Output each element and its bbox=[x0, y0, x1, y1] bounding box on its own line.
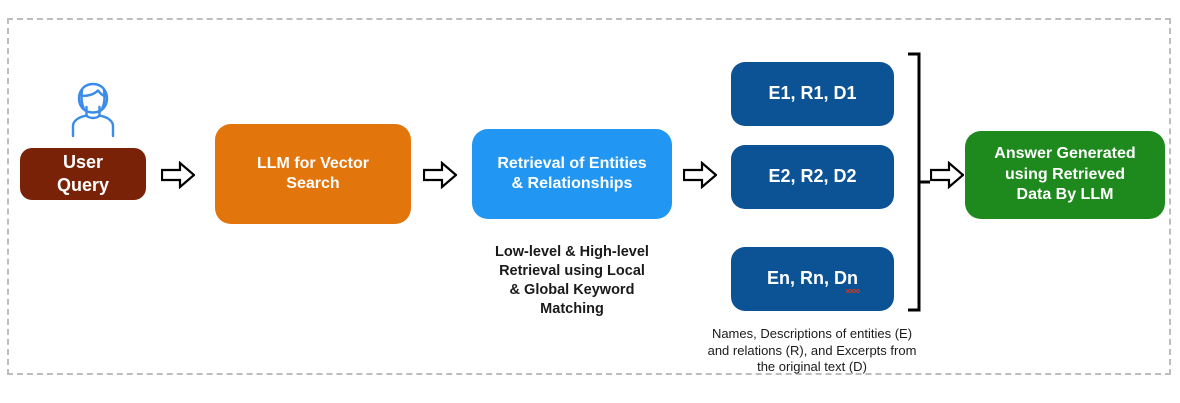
node-erd-item-1[interactable]: E1, R1, D1 bbox=[731, 62, 894, 126]
llm-vector-line-2: Search bbox=[286, 175, 340, 192]
user-query-line-1: User bbox=[62, 151, 104, 172]
caption-retrieval: Low-level & High-level Retrieval using L… bbox=[462, 243, 682, 320]
erd-item-n-prefix: En, Rn, bbox=[767, 268, 834, 289]
block-arrow-right-icon-2 bbox=[422, 160, 458, 190]
node-retrieval-label: Retrieval of Entities & Relationships bbox=[497, 154, 646, 195]
diagram-outer-frame bbox=[7, 18, 1171, 375]
node-user-query-label: User Query bbox=[57, 151, 109, 197]
erd-item-1-label: E1, R1, D1 bbox=[768, 83, 857, 104]
node-llm-for-vector-search[interactable]: LLM for Vector Search bbox=[215, 124, 411, 224]
node-user-query[interactable]: User Query bbox=[20, 148, 146, 200]
caption-erd-line-1: Names, Descriptions of entities (E) bbox=[711, 326, 913, 341]
erd-item-n-misspelled: Dn bbox=[834, 267, 860, 293]
caption-retrieval-line-2: Retrieval using Local bbox=[499, 263, 645, 280]
user-avatar-icon bbox=[62, 78, 124, 140]
caption-retrieval-line-1: Low-level & High-level bbox=[495, 244, 649, 260]
node-answer-generated[interactable]: Answer Generated using Retrieved Data By… bbox=[965, 131, 1165, 219]
answer-line-2: using Retrieved bbox=[1004, 165, 1125, 183]
erd-item-2-label: E2, R2, D2 bbox=[768, 166, 857, 187]
retrieval-line-1: Retrieval of Entities bbox=[497, 154, 647, 172]
erd-item-n-label: En, Rn, Dn bbox=[767, 267, 860, 293]
user-query-line-2: Query bbox=[56, 175, 110, 195]
caption-retrieval-line-4: Matching bbox=[540, 301, 604, 318]
llm-vector-line-1: LLM for Vector bbox=[256, 154, 369, 172]
caption-retrieval-line-3: & Global Keyword bbox=[509, 282, 635, 299]
caption-erd-line-2: and relations (R), and Excerpts from bbox=[707, 342, 917, 358]
block-arrow-right-icon-4 bbox=[929, 160, 965, 190]
node-erd-item-2[interactable]: E2, R2, D2 bbox=[731, 145, 894, 209]
group-bracket-icon bbox=[905, 52, 931, 312]
caption-erd: Names, Descriptions of entities (E) and … bbox=[692, 326, 932, 376]
node-answer-label: Answer Generated using Retrieved Data By… bbox=[994, 144, 1135, 205]
retrieval-line-2: & Relationships bbox=[511, 175, 633, 192]
node-retrieval-entities-relationships[interactable]: Retrieval of Entities & Relationships bbox=[472, 129, 672, 219]
caption-erd-line-3: the original text (D) bbox=[757, 359, 867, 375]
answer-line-3: Data By LLM bbox=[1016, 186, 1114, 204]
node-llm-vector-label: LLM for Vector Search bbox=[257, 154, 369, 195]
node-erd-item-n[interactable]: En, Rn, Dn bbox=[731, 247, 894, 311]
block-arrow-right-icon-3 bbox=[682, 160, 718, 190]
answer-line-1: Answer Generated bbox=[994, 145, 1136, 163]
block-arrow-right-icon-1 bbox=[160, 160, 196, 190]
